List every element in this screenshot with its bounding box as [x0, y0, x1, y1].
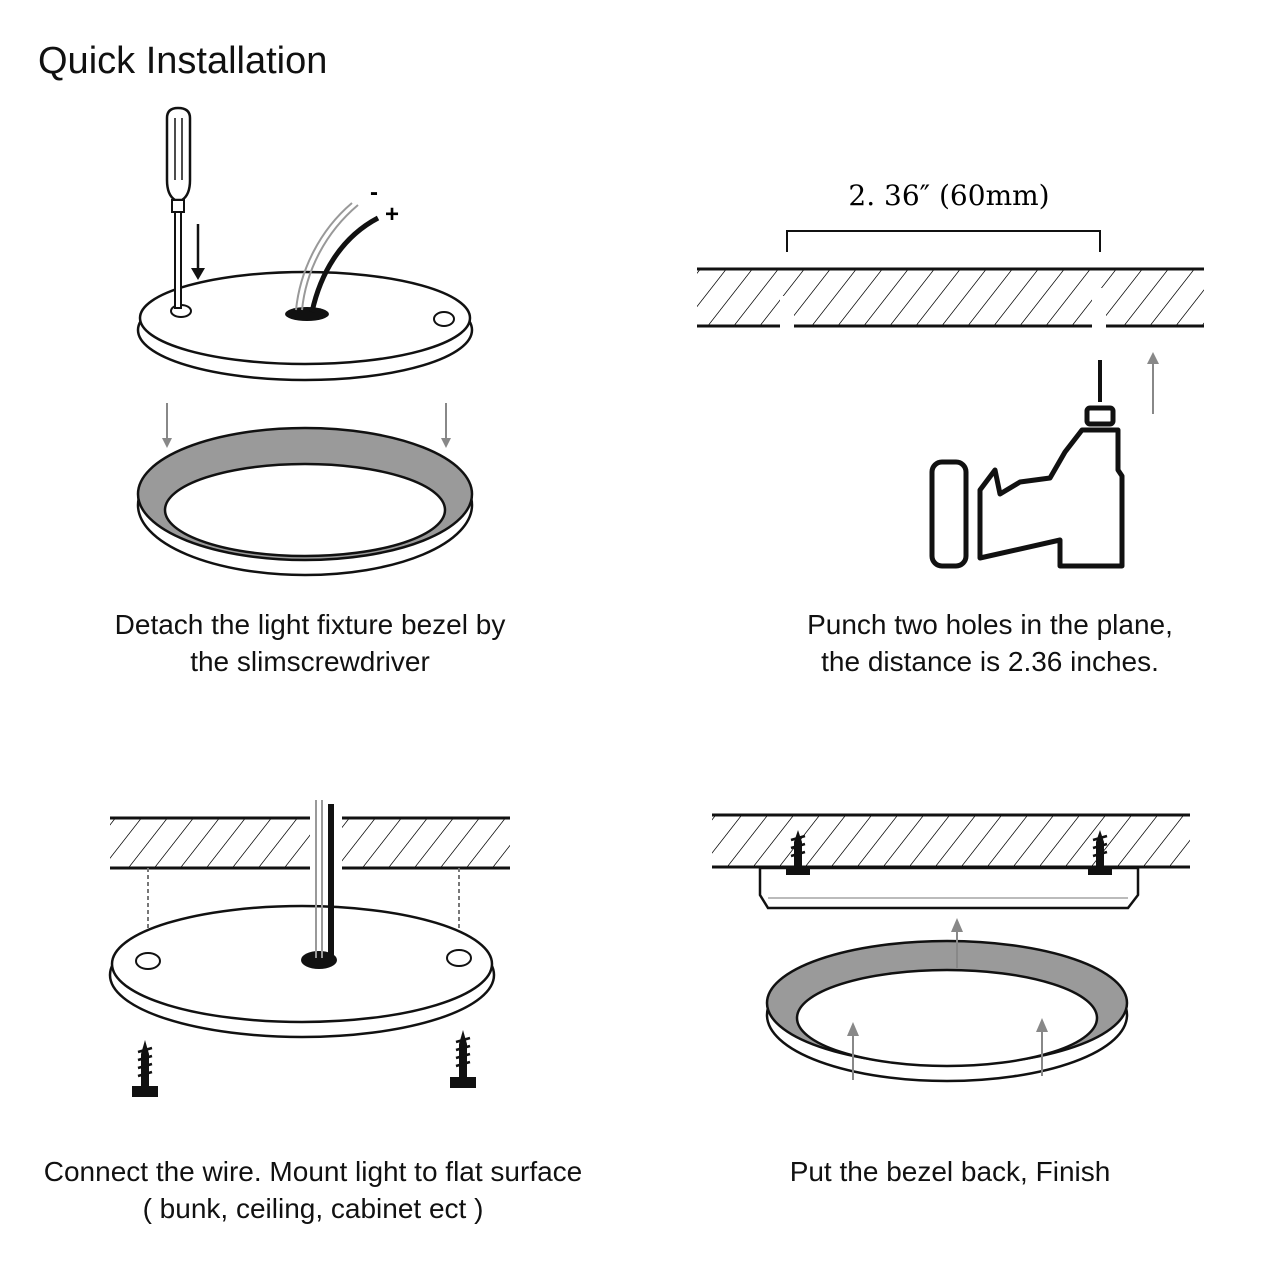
down-arrow-icon: [162, 403, 451, 448]
step4-caption-line1: Put the bezel back, Finish: [789, 1156, 1111, 1187]
mounted-light: [758, 866, 1140, 910]
wire-icon: - +: [295, 179, 399, 313]
mounting-plate: [108, 904, 496, 1039]
step1-caption-line1: Detach the light fixture bezel by: [114, 609, 506, 640]
bezel-ring: [765, 939, 1129, 1083]
step2-caption-line1: Punch two holes in the plane,: [807, 609, 1173, 640]
step1-caption-line2: the slimscrewdriver: [190, 646, 430, 677]
screw-icon: [1088, 830, 1112, 875]
bezel-ring: [136, 426, 474, 577]
step1-illustration: - +: [136, 106, 474, 577]
step4-illustration: [712, 813, 1190, 1083]
ceiling-panel: [110, 816, 510, 870]
dimension-label: 2. 36″ (60mm): [848, 179, 1049, 212]
ceiling-panel: [697, 267, 1204, 328]
step1-caption: Detach the light fixture bezel by the sl…: [40, 606, 580, 680]
step3-caption-line1: Connect the wire. Mount light to flat su…: [43, 1156, 583, 1187]
screw-icon: [132, 1040, 158, 1097]
step4-caption: Put the bezel back, Finish: [690, 1153, 1210, 1190]
step2-caption-line2: the distance is 2.36 inches.: [821, 646, 1159, 677]
drill-icon: [929, 360, 1125, 569]
step3-illustration: [108, 800, 510, 1097]
step2-caption: Punch two holes in the plane, the distan…: [720, 606, 1260, 680]
screwdriver-icon: [165, 106, 205, 309]
mounting-plate: [136, 270, 474, 382]
wire-icon: [315, 800, 334, 962]
wire-positive-label: +: [385, 201, 399, 228]
screw-icon: [450, 1030, 476, 1088]
step3-caption: Connect the wire. Mount light to flat su…: [0, 1153, 626, 1227]
up-arrow-icon: [847, 918, 1048, 1080]
step3-caption-line2: ( bunk, ceiling, cabinet ect ): [142, 1193, 484, 1224]
ceiling-panel: [712, 813, 1190, 869]
step2-illustration: 2. 36″ (60mm): [697, 179, 1204, 569]
page-title: Quick Installation: [38, 40, 328, 82]
screw-icon: [786, 830, 810, 875]
wire-negative-label: -: [370, 179, 378, 206]
up-arrow-icon: [1147, 352, 1159, 414]
